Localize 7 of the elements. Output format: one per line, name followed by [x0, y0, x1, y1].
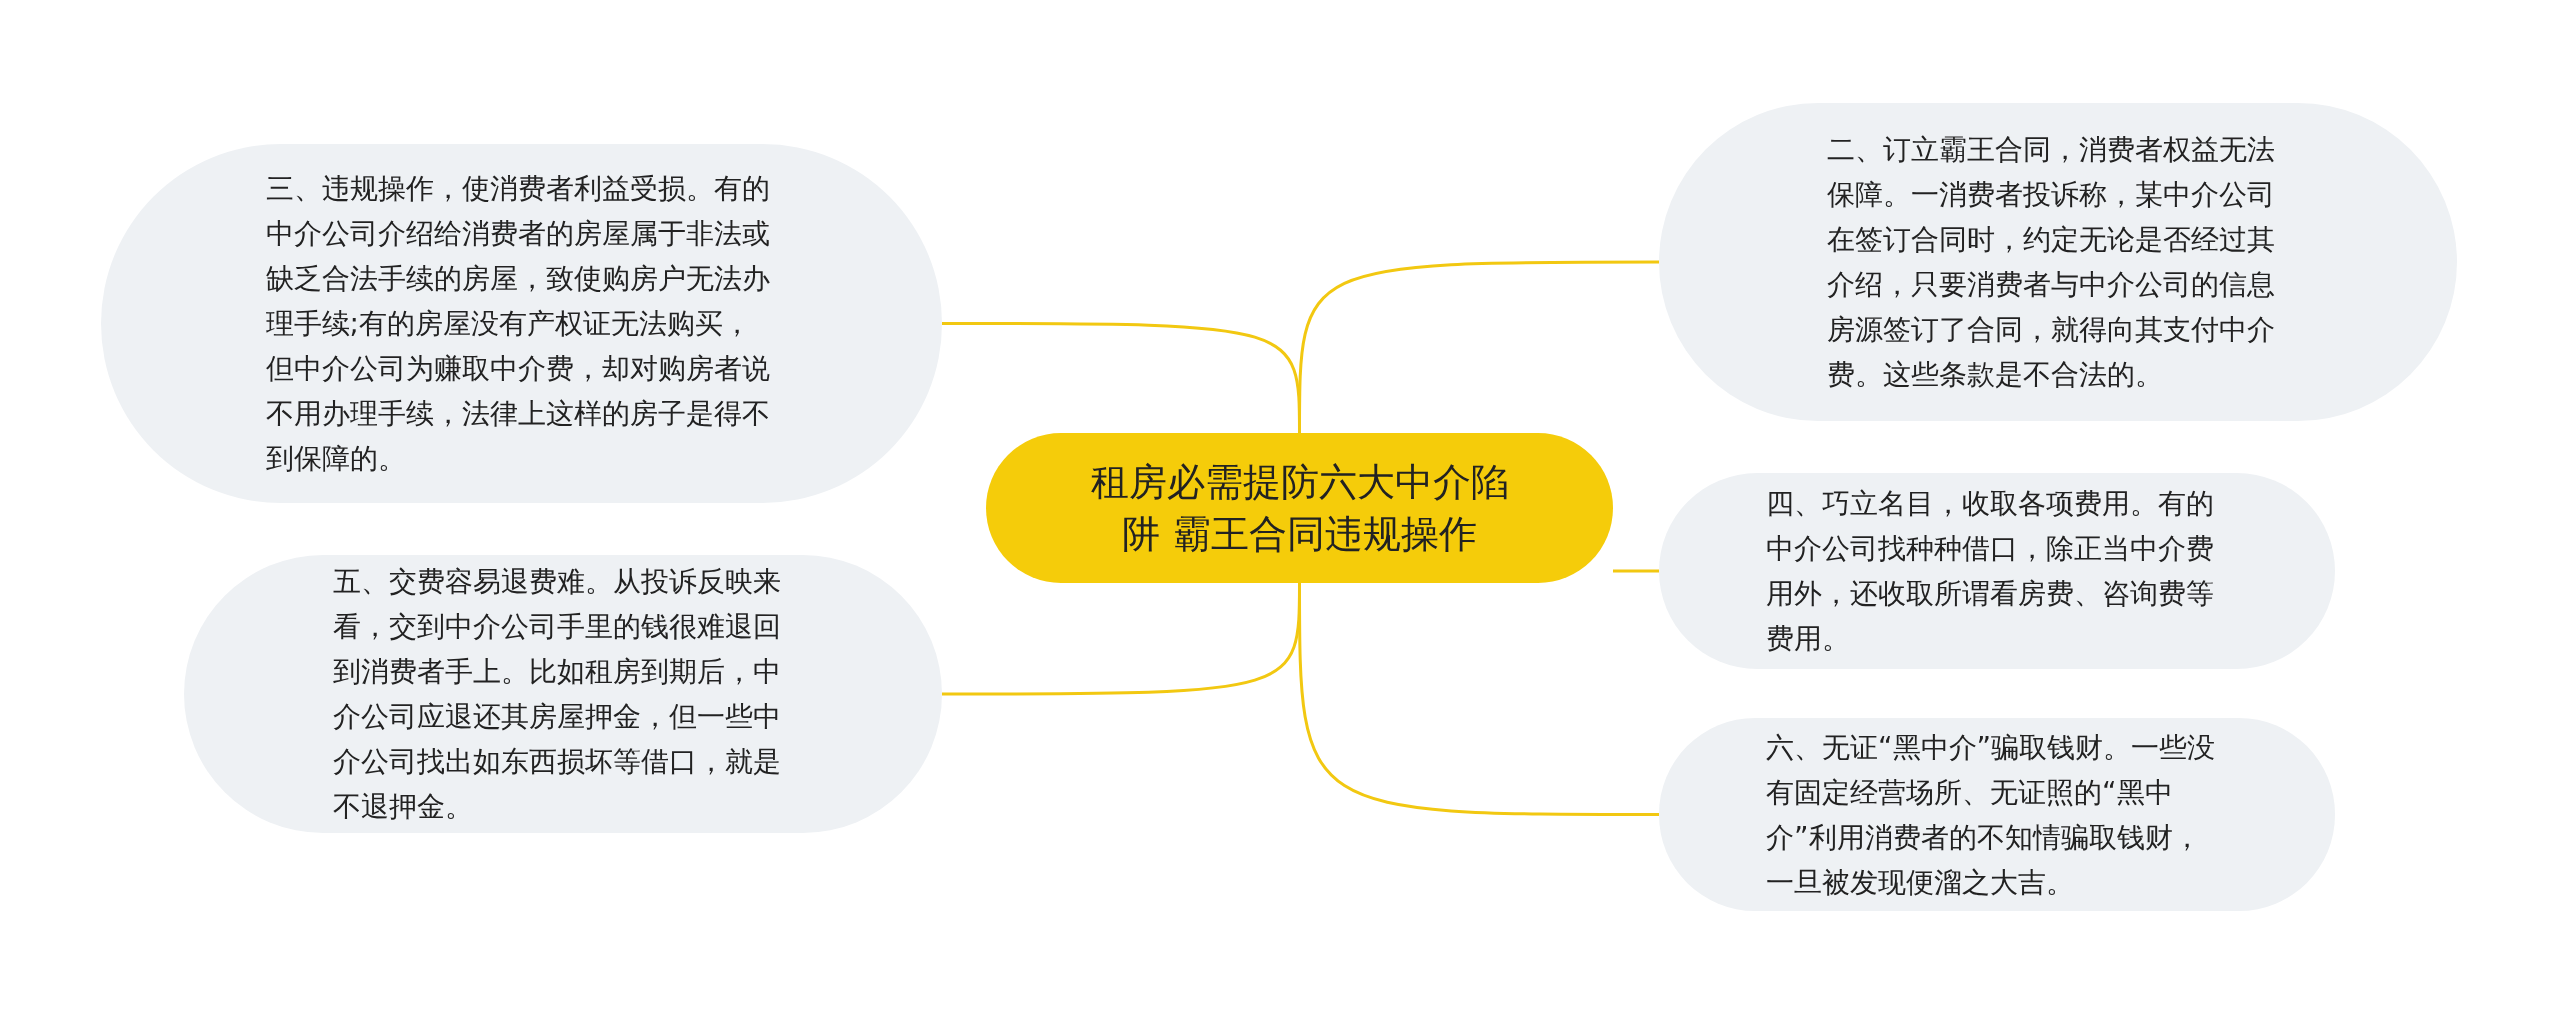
topic-text: 四、巧立名目，收取各项费用。有的中介公司找种种借口，除正当中介费用外，还收取所谓看房费、咨询费等费用。 — [1766, 486, 2215, 657]
topic-text: 三、违规操作，使消费者利益受损。有的中介公司介绍给消费者的房屋属于非法或缺乏合法手续的房屋，致使购房户无法办理手续;有的房屋没有产权证无法购买，但中介公司为赚取中介费，却对购房者说不用办理手续，法律上这样的房子是得不到保障的。 — [265, 171, 771, 477]
topic-title: 租房必需提防六大中介陷阱 霸王合同违规操作 — [1089, 459, 1510, 558]
topic-text: 五、交费容易退费难。从投诉反映来看，交到中介公司手里的钱很难退回到消费者手上。比如租房到期后，中介公司应退还其房屋押金，但一些中介公司找出如东西损坏等借口，就是不退押金。 — [333, 564, 782, 825]
connector-line — [1613, 569, 1659, 573]
topic-text: 二、订立霸王合同，消费者权益无法保障。一消费者投诉称，某中介公司在签订合同时，约定无论是否经过其介绍，只要消费者与中介公司的信息房源签订了合同，就得向其支付中介费。这些条款是不合法的。 — [1827, 132, 2276, 393]
topic-text: 六、无证“黑中介”骗取钱财。一些没有固定经营场所、无证照的“黑中介”利用消费者的不知情骗取钱财，一旦被发现便溜之大吉。 — [1766, 729, 2216, 901]
